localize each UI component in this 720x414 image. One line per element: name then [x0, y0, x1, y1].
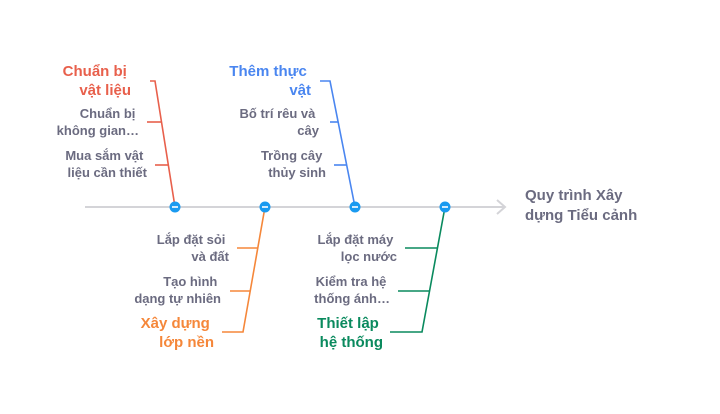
- cause-label: Chuẩn bị không gian…: [57, 106, 139, 138]
- branch-thiet-lap-he-thong: Lắp đặt máy lọc nước Kiểm tra hệ thống á…: [314, 206, 446, 351]
- cause-label: Mua sắm vật liệu cần thiết: [65, 148, 147, 180]
- branch-bone: [150, 80, 176, 208]
- collapse-node-3[interactable]: [439, 201, 451, 213]
- branch-bone: [320, 80, 356, 208]
- collapse-node-0[interactable]: [169, 201, 181, 213]
- branch-label: Xây dựng lớp nền: [141, 315, 214, 351]
- branch-xay-dung-lop-nen: Lắp đặt sỏi và đất Tạo hình dạng tự nhiê…: [134, 206, 266, 351]
- branch-bone: [390, 206, 446, 333]
- cause-label: Kiểm tra hệ thống ánh…: [314, 274, 390, 306]
- cause-label: Tạo hình dạng tự nhiên: [134, 274, 221, 306]
- diagram-title: Quy trình Xây dựng Tiểu cảnh: [525, 187, 637, 224]
- cause-label: Lắp đặt sỏi và đất: [157, 232, 230, 264]
- branch-chuan-bi-vat-lieu: Chuẩn bị vật liệu Chuẩn bị không gian… M…: [57, 63, 176, 208]
- branch-label: Thêm thực vật: [229, 63, 311, 99]
- collapse-node-1[interactable]: [259, 201, 271, 213]
- spine-arrow-icon: [496, 199, 507, 215]
- branch-label: Chuẩn bị vật liệu: [63, 63, 131, 99]
- cause-label: Trồng cây thủy sinh: [261, 148, 326, 180]
- collapse-node-2[interactable]: [349, 201, 361, 213]
- cause-label: Bố trí rêu và cây: [240, 106, 320, 138]
- branch-them-thuc-vat: Thêm thực vật Bố trí rêu và cây Trồng câ…: [229, 63, 356, 208]
- branch-label: Thiết lập hệ thống: [317, 315, 383, 351]
- branch-bone: [222, 206, 266, 333]
- cause-label: Lắp đặt máy lọc nước: [318, 232, 397, 264]
